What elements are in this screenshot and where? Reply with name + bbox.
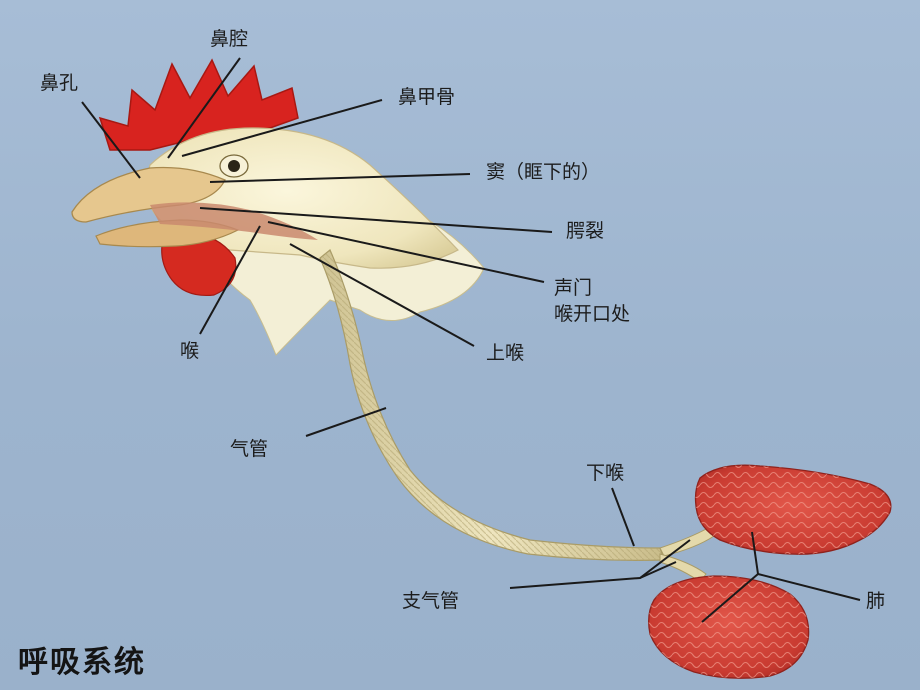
label-cleft: 腭裂 xyxy=(566,220,605,242)
lower-lung-texture xyxy=(648,576,809,679)
leader-sinus xyxy=(209,173,471,183)
leader-larynx xyxy=(199,225,261,335)
label-trachea: 气管 xyxy=(230,438,269,460)
leader-nostril xyxy=(81,101,141,179)
leader-nasal-cavity xyxy=(167,57,241,159)
label-upper-larynx: 上喉 xyxy=(486,342,525,364)
leader-glottis xyxy=(267,221,545,283)
label-lung: 肺 xyxy=(866,590,886,612)
label-glottis: 声门 喉开口处 xyxy=(554,277,631,325)
label-bronchi: 支气管 xyxy=(402,590,460,612)
leader-lung xyxy=(757,573,861,601)
upper-lung-texture xyxy=(695,465,891,555)
label-nasal-cavity: 鼻腔 xyxy=(210,28,249,50)
leader-syrinx xyxy=(611,487,635,547)
leader-lung-lower xyxy=(701,573,759,623)
mouth-cavity-shape xyxy=(150,202,318,240)
label-larynx: 喉 xyxy=(180,340,200,362)
leader-bronchi-lower xyxy=(639,561,677,579)
leader-upper-larynx xyxy=(289,243,475,347)
label-syrinx: 下喉 xyxy=(586,462,625,484)
leader-trachea xyxy=(305,407,387,437)
leader-turbinate xyxy=(181,99,383,157)
label-sinus: 窦（眶下的） xyxy=(486,161,601,183)
pupil-shape xyxy=(228,160,240,172)
leader-lung-upper xyxy=(751,531,759,575)
leader-lines xyxy=(81,57,861,623)
upper-beak-shape xyxy=(71,166,226,223)
diagram-title: 呼吸系统 xyxy=(18,645,146,680)
label-nostril: 鼻孔 xyxy=(40,72,79,94)
leader-cleft xyxy=(199,207,553,233)
label-turbinate: 鼻甲骨 xyxy=(398,86,456,108)
trachea-rings xyxy=(320,250,664,561)
